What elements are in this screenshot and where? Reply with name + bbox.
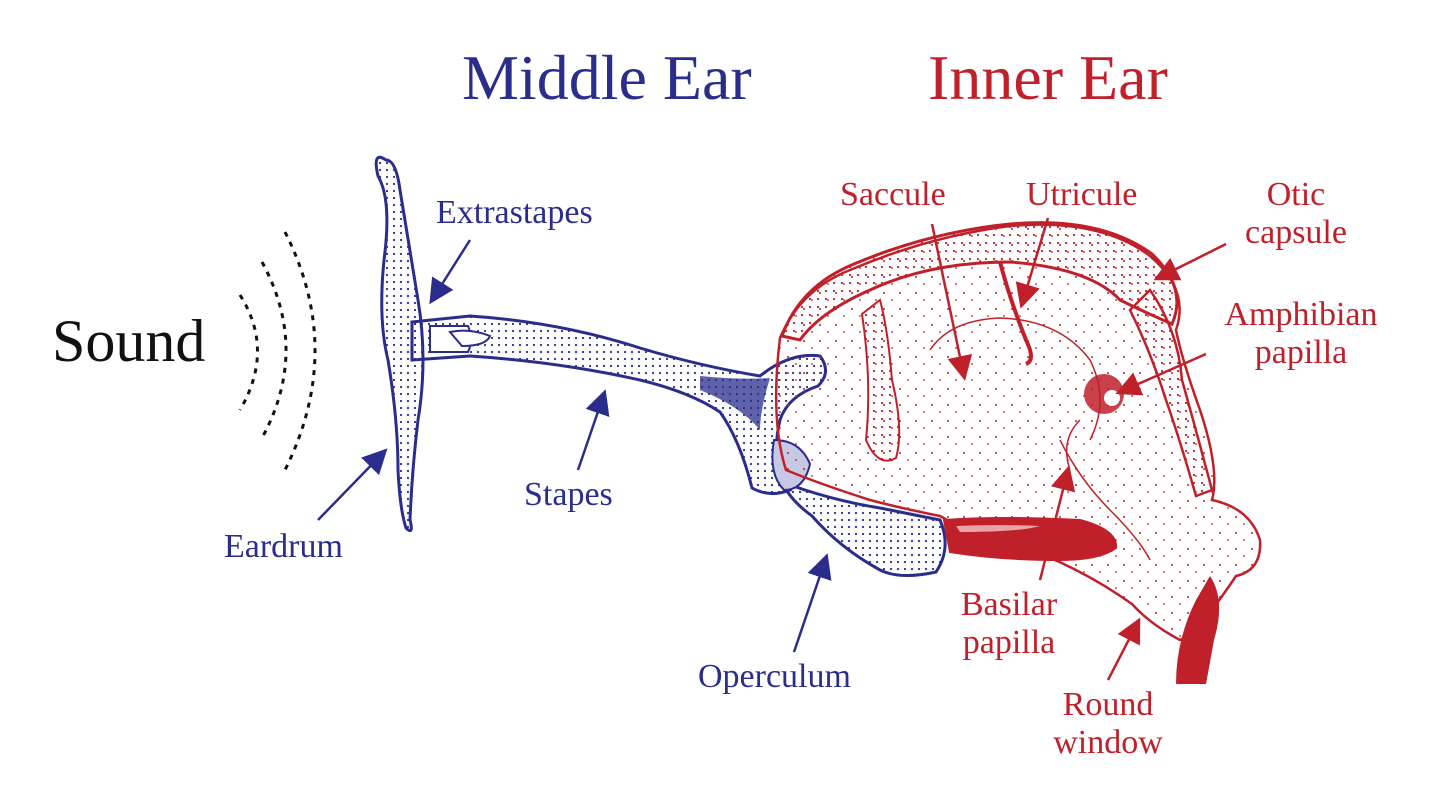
- sound-label: Sound: [52, 308, 206, 374]
- amphibian-papilla-line1: Amphibian: [1224, 296, 1378, 333]
- operculum-label: Operculum: [698, 658, 851, 695]
- sound-waves: [238, 231, 317, 471]
- basilar-papilla-line1: Basilar: [960, 586, 1058, 623]
- saccule-label: Saccule: [840, 176, 946, 213]
- eardrum-shape: [374, 155, 425, 533]
- middle-ear-arrows: [317, 239, 832, 653]
- stapes-label: Stapes: [524, 476, 613, 513]
- inner-ear-title: Inner Ear: [928, 42, 1168, 113]
- utricule-label: Utricule: [1026, 176, 1138, 213]
- basilar-papilla-line2: papilla: [962, 624, 1056, 662]
- otic-capsule-line2: capsule: [1245, 214, 1347, 252]
- stapes-shape: [410, 314, 827, 495]
- inner-ear-body: [774, 221, 1262, 684]
- amphibian-papilla-label: Amphibian papilla: [1200, 296, 1402, 372]
- round-window-line2: window: [1053, 724, 1163, 762]
- otic-capsule-line1: Otic: [1266, 176, 1326, 213]
- middle-ear-title: Middle Ear: [462, 42, 752, 113]
- round-window-line1: Round: [1062, 686, 1154, 723]
- amphibian-papilla-line2: papilla: [1254, 334, 1348, 372]
- round-window-label: Round window: [1028, 686, 1188, 762]
- basilar-papilla-label: Basilar papilla: [934, 586, 1084, 662]
- otic-capsule-label: Otic capsule: [1216, 176, 1376, 252]
- extrastapes-label: Extrastapes: [436, 194, 593, 231]
- inner-ear-arrows: [930, 217, 1227, 681]
- eardrum-label: Eardrum: [224, 528, 343, 565]
